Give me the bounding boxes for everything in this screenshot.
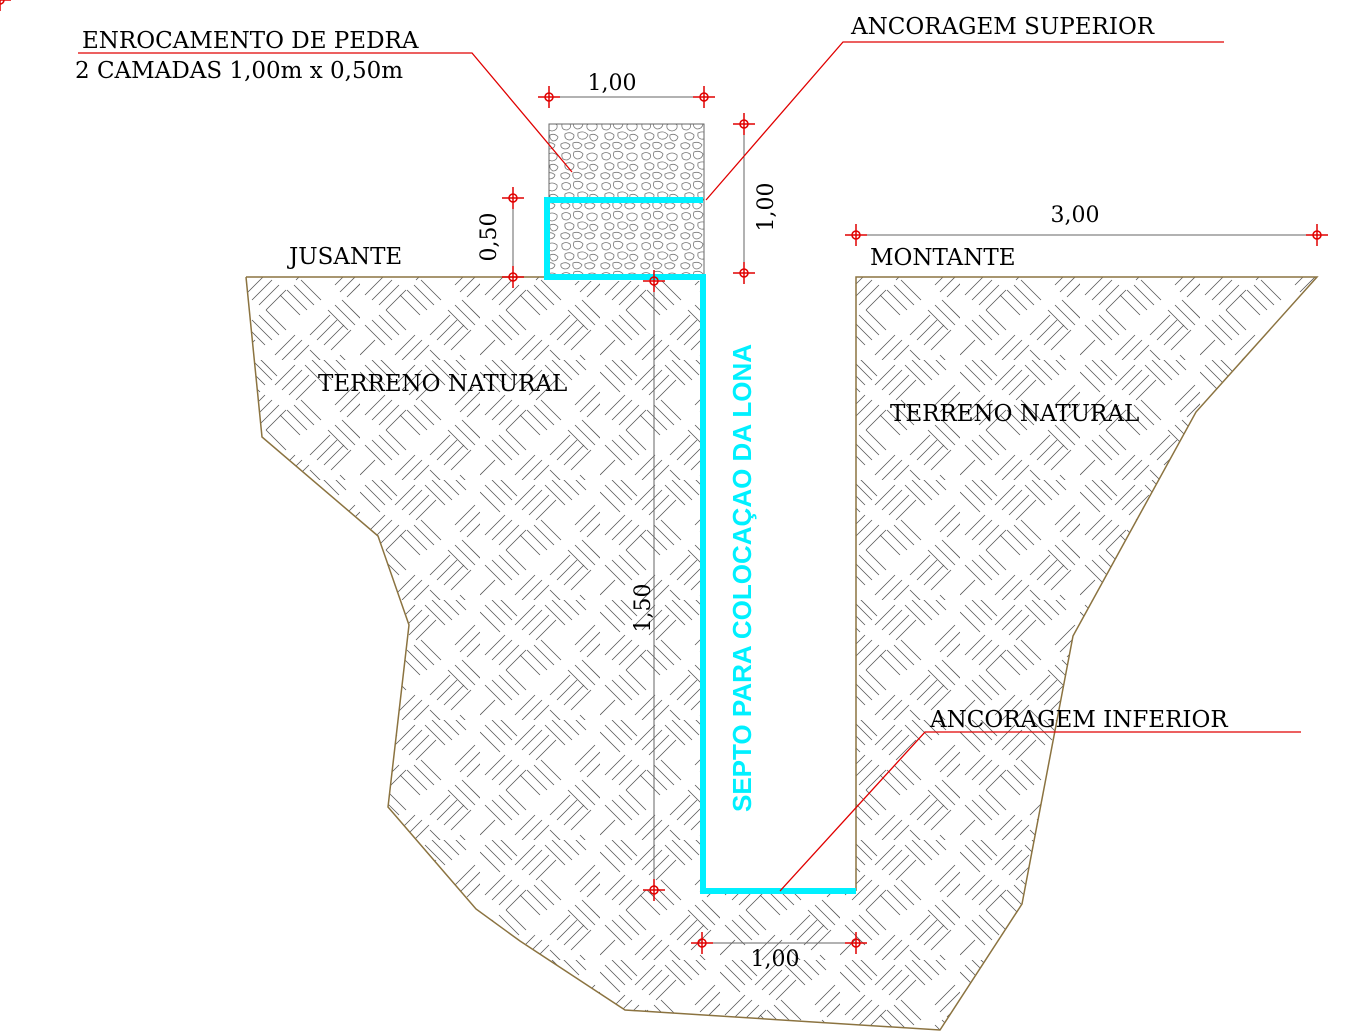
dim-trench-depth: 1,50	[631, 584, 656, 633]
liner-septo	[544, 197, 856, 894]
dim-right-width: 3,00	[1051, 203, 1100, 228]
dim-top-height: 1,00	[754, 183, 779, 232]
stone-layer-lower	[548, 199, 705, 278]
label-montante: MONTANTE	[870, 245, 1015, 271]
label-enrocamento-line1: ENROCAMENTO DE PEDRA	[82, 28, 419, 54]
dimension-lines	[512, 96, 1317, 944]
stone-layer-upper	[548, 123, 705, 201]
label-jusante: JUSANTE	[287, 244, 402, 270]
ground-right-section	[520, 277, 1317, 1030]
ground-outline	[245, 276, 1319, 1031]
leader-lines	[78, 41, 1301, 892]
label-septo: SEPTO PARA COLOCAÇAO DA LONA	[727, 344, 757, 812]
leader-enrocamento	[78, 52, 573, 173]
dim-top-width: 1,00	[588, 71, 637, 96]
label-enrocamento-line2: 2 CAMADAS 1,00m x 0,50m	[75, 58, 403, 84]
label-ancoragem-superior: ANCORAGEM SUPERIOR	[850, 14, 1155, 40]
dim-bottom-width: 1,00	[751, 947, 800, 972]
leader-ancoragem-inferior	[779, 731, 1301, 892]
leader-ancoragem-superior	[705, 41, 1224, 201]
label-ancoragem-inferior: ANCORAGEM INFERIOR	[929, 707, 1228, 733]
label-terreno-natural-left: TERRENO NATURAL	[318, 371, 567, 397]
dim-layer-height: 0,50	[477, 213, 502, 262]
ground-left-section	[246, 277, 654, 941]
label-terreno-natural-right: TERRENO NATURAL	[890, 401, 1139, 427]
